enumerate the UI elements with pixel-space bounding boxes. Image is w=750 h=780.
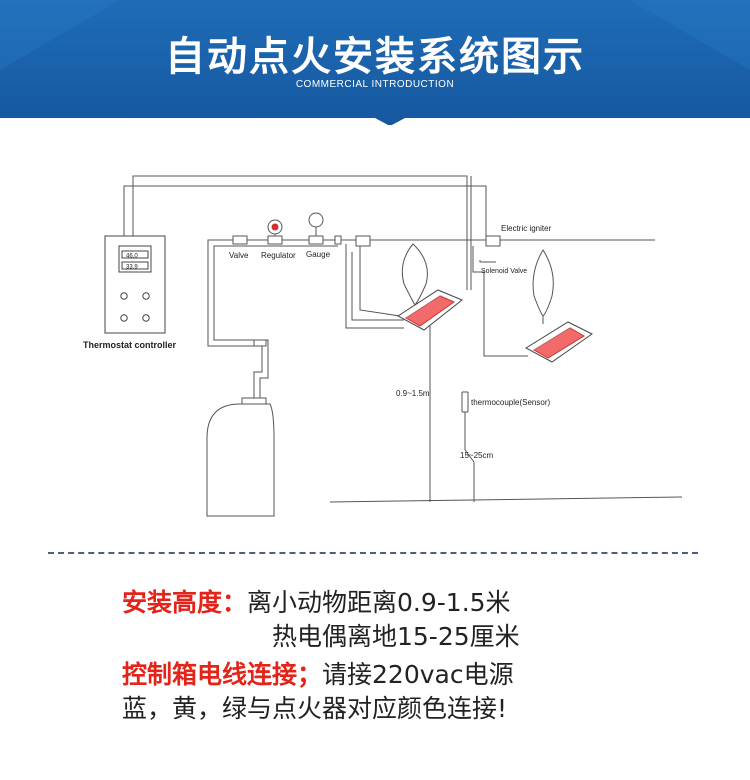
regulator-label: Regulator: [261, 251, 296, 260]
gas-tank: [206, 397, 275, 517]
install-height-text-1: 离小动物距离0.9-1.5米: [247, 588, 511, 617]
thermostat-controller-label: Thermostat controller: [83, 340, 177, 350]
thermocouple-label: thermocouple(Sensor): [471, 398, 550, 407]
install-height-text-2: 热电偶离地15-25厘米: [272, 622, 520, 651]
control-text-1: 请接220vac电源: [322, 660, 514, 689]
ground-line: [329, 496, 683, 503]
install-height-row-2: 热电偶离地15-25厘米: [122, 620, 520, 654]
valve-label: Valve: [229, 251, 249, 260]
control-row: 控制箱电线连接；请接220vac电源: [122, 658, 520, 692]
dashed-divider: [48, 552, 698, 554]
gauge: [308, 212, 324, 245]
control-text-2: 蓝，黄，绿与点火器对应颜色连接!: [122, 694, 508, 723]
installation-notes: 安装高度：离小动物距离0.9-1.5米 热电偶离地15-25厘米 控制箱电线连接…: [122, 586, 520, 726]
measurement-lines: [429, 326, 475, 502]
electric-igniter-label: Electric igniter: [501, 224, 552, 233]
header-banner: 自动点火安装系统图示 COMMERCIAL INTRODUCTION: [0, 0, 750, 126]
banner-background: [0, 0, 750, 126]
install-height-label: 安装高度：: [122, 588, 248, 617]
heater-2: [472, 235, 593, 363]
ground-range-label: 15~25cm: [460, 451, 493, 460]
gas-line: [207, 239, 655, 402]
regulator: [267, 219, 283, 245]
solenoid-valve-label: Solenoid Valve: [481, 268, 527, 275]
installation-diagram: 46.0 33.9 Thermostat controller Valve Re…: [83, 175, 683, 517]
heater-1: [345, 235, 463, 331]
install-height-row: 安装高度：离小动物距离0.9-1.5米: [122, 586, 520, 620]
control-label: 控制箱电线连接；: [122, 660, 323, 689]
control-row-2: 蓝，黄，绿与点火器对应颜色连接!: [122, 692, 520, 726]
control-wires: [123, 175, 487, 290]
valve: [232, 235, 248, 245]
height-range-label: 0.9~1.5m: [396, 389, 430, 398]
gauge-label: Gauge: [306, 250, 331, 259]
display-line-2: 33.9: [126, 265, 138, 271]
display-line-1: 46.0: [126, 254, 138, 260]
page-title: 自动点火安装系统图示: [165, 34, 585, 80]
thermostat-controller: 46.0 33.9: [104, 235, 166, 334]
page-subtitle: COMMERCIAL INTRODUCTION: [295, 79, 455, 90]
